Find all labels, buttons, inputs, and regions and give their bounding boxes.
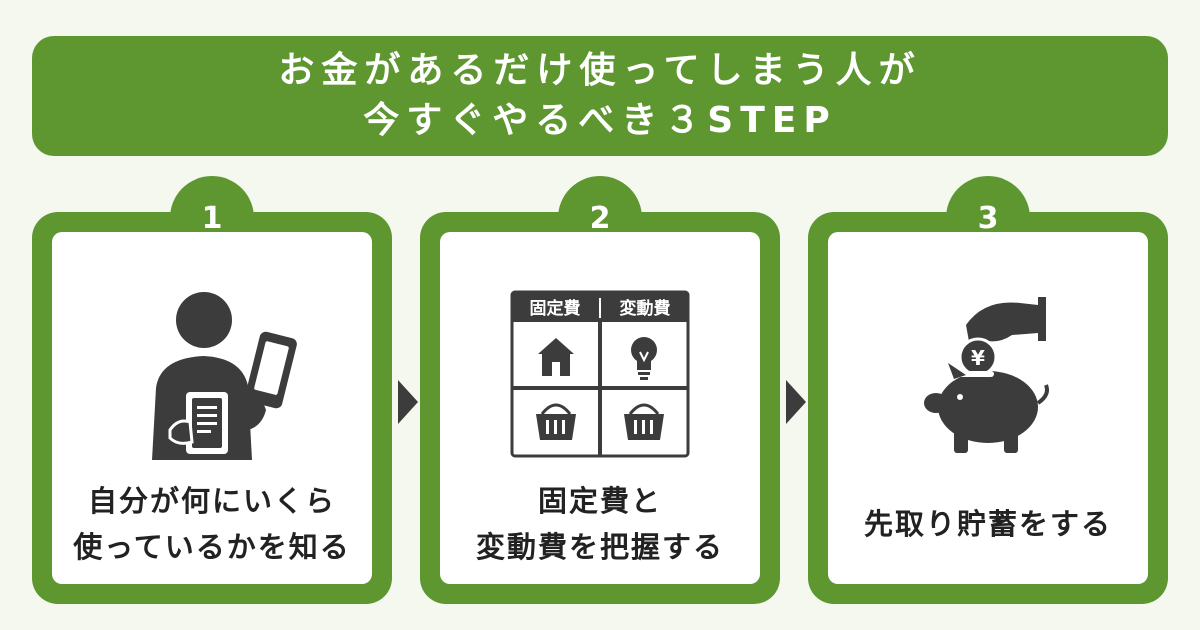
house-icon [538,338,574,376]
light-bulb-icon [631,337,657,380]
next-step-arrow-icon [398,380,418,424]
step-card-body: 固定費 変動費 [440,232,760,584]
title-banner: お金があるだけ使ってしまう人が 今すぐやるべき３STEP [32,36,1168,156]
hand-putting-coin-into-piggy-bank-icon: ¥ [924,297,1049,453]
title-line1: お金があるだけ使ってしまう人が [278,50,922,91]
step-text-line2: 変動費を把握する [475,530,724,564]
step-card-2: 2 固定費 変動費 [420,176,780,604]
step-text-line2: 使っているかを知る [73,530,351,564]
person-checking-receipt-and-phone-icon [152,292,297,460]
coin-yen-symbol: ¥ [971,346,985,370]
shopping-basket-icon [536,403,576,440]
step-card-body: 自分が何にいくら 使っているかを知る [52,232,372,584]
shopping-basket-icon [624,403,664,440]
title-line2: 今すぐやるべき３STEP [363,100,837,141]
table-header-fixed: 固定費 [530,298,581,319]
step-text-line1: 自分が何にいくら [87,484,336,518]
next-step-arrow-icon [786,380,806,424]
step-card-body: ¥ 先取り貯蓄をする [828,232,1148,584]
step-text-line1: 固定費と [537,484,662,518]
step-card-1: 1 自分が何にいくら 使っているかを知る [32,176,392,604]
step-text-line1: 先取り貯蓄をする [863,507,1112,541]
table-header-variable: 変動費 [620,298,671,319]
fixed-variable-cost-table-icon: 固定費 変動費 [510,290,690,458]
step-card-3: 3 ¥ 先取り貯蓄をする [808,176,1168,604]
